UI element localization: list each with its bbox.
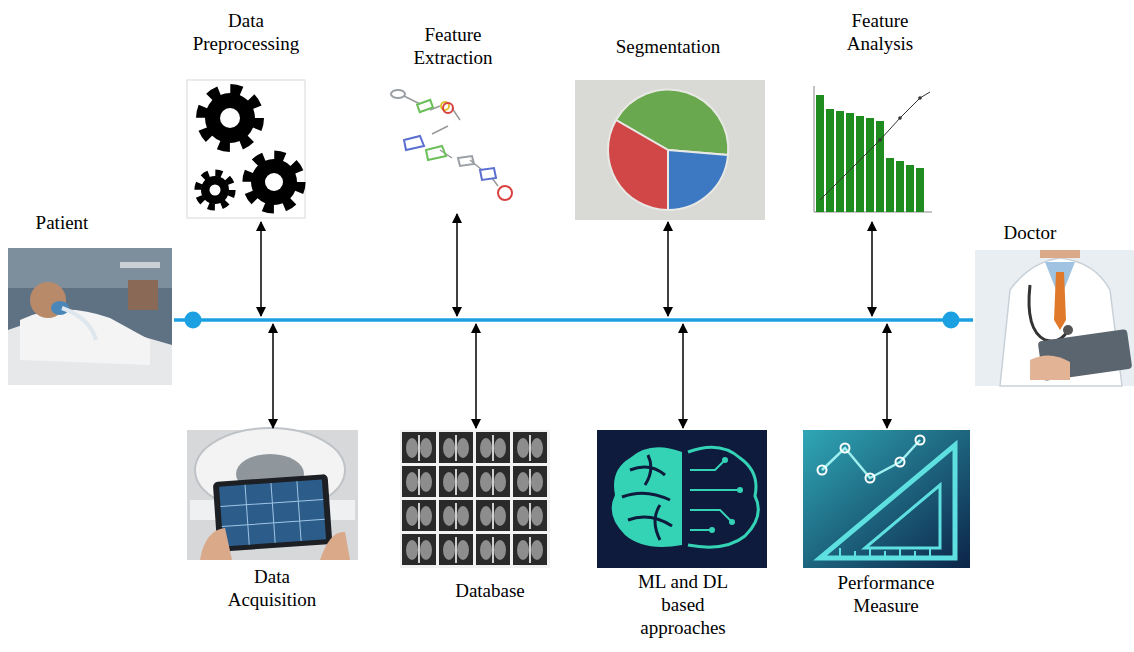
ruler-graph-icon	[803, 430, 970, 568]
node-label: Doctor	[980, 222, 1080, 245]
brain-circuit-icon	[597, 430, 767, 568]
bus-line-stroke	[174, 318, 973, 322]
doctor-photo	[975, 250, 1134, 386]
node-label: ML and DL based approaches	[627, 571, 739, 639]
node-label: Feature Extraction	[397, 24, 509, 70]
node-label: Data Acquisition	[212, 566, 332, 612]
image-node: Patient	[8, 212, 174, 386]
patient-photo	[8, 248, 172, 385]
image-node: ML and DL based approaches	[595, 428, 769, 650]
image-node: Feature Analysis	[805, 8, 939, 220]
image-node: Database	[398, 428, 552, 618]
flowchart-icon	[391, 90, 512, 200]
image-node: Segmentation	[573, 34, 767, 222]
image-node: Feature Extraction	[383, 22, 523, 212]
bar-chart-icon	[808, 80, 935, 218]
puzzle-icon	[575, 80, 765, 220]
gears-icon	[187, 80, 305, 218]
node-label: Database	[435, 580, 545, 603]
node-label: Performance Measure	[811, 572, 961, 618]
ct-scanner-photo	[187, 428, 358, 560]
bus-end-dot	[185, 312, 202, 329]
bus-end-dot	[943, 312, 960, 329]
node-label: Segmentation	[593, 36, 743, 59]
bus-line	[174, 312, 973, 329]
image-node: Data Preprocessing	[180, 8, 312, 220]
xray-grid	[400, 430, 550, 568]
node-label: Patient	[12, 212, 112, 235]
image-node: Data Acquisition	[185, 428, 361, 614]
node-label: Feature Analysis	[825, 10, 935, 56]
image-node: Performance Measure	[801, 428, 972, 638]
node-label: Data Preprocessing	[180, 10, 312, 56]
image-node: Doctor	[973, 222, 1134, 386]
